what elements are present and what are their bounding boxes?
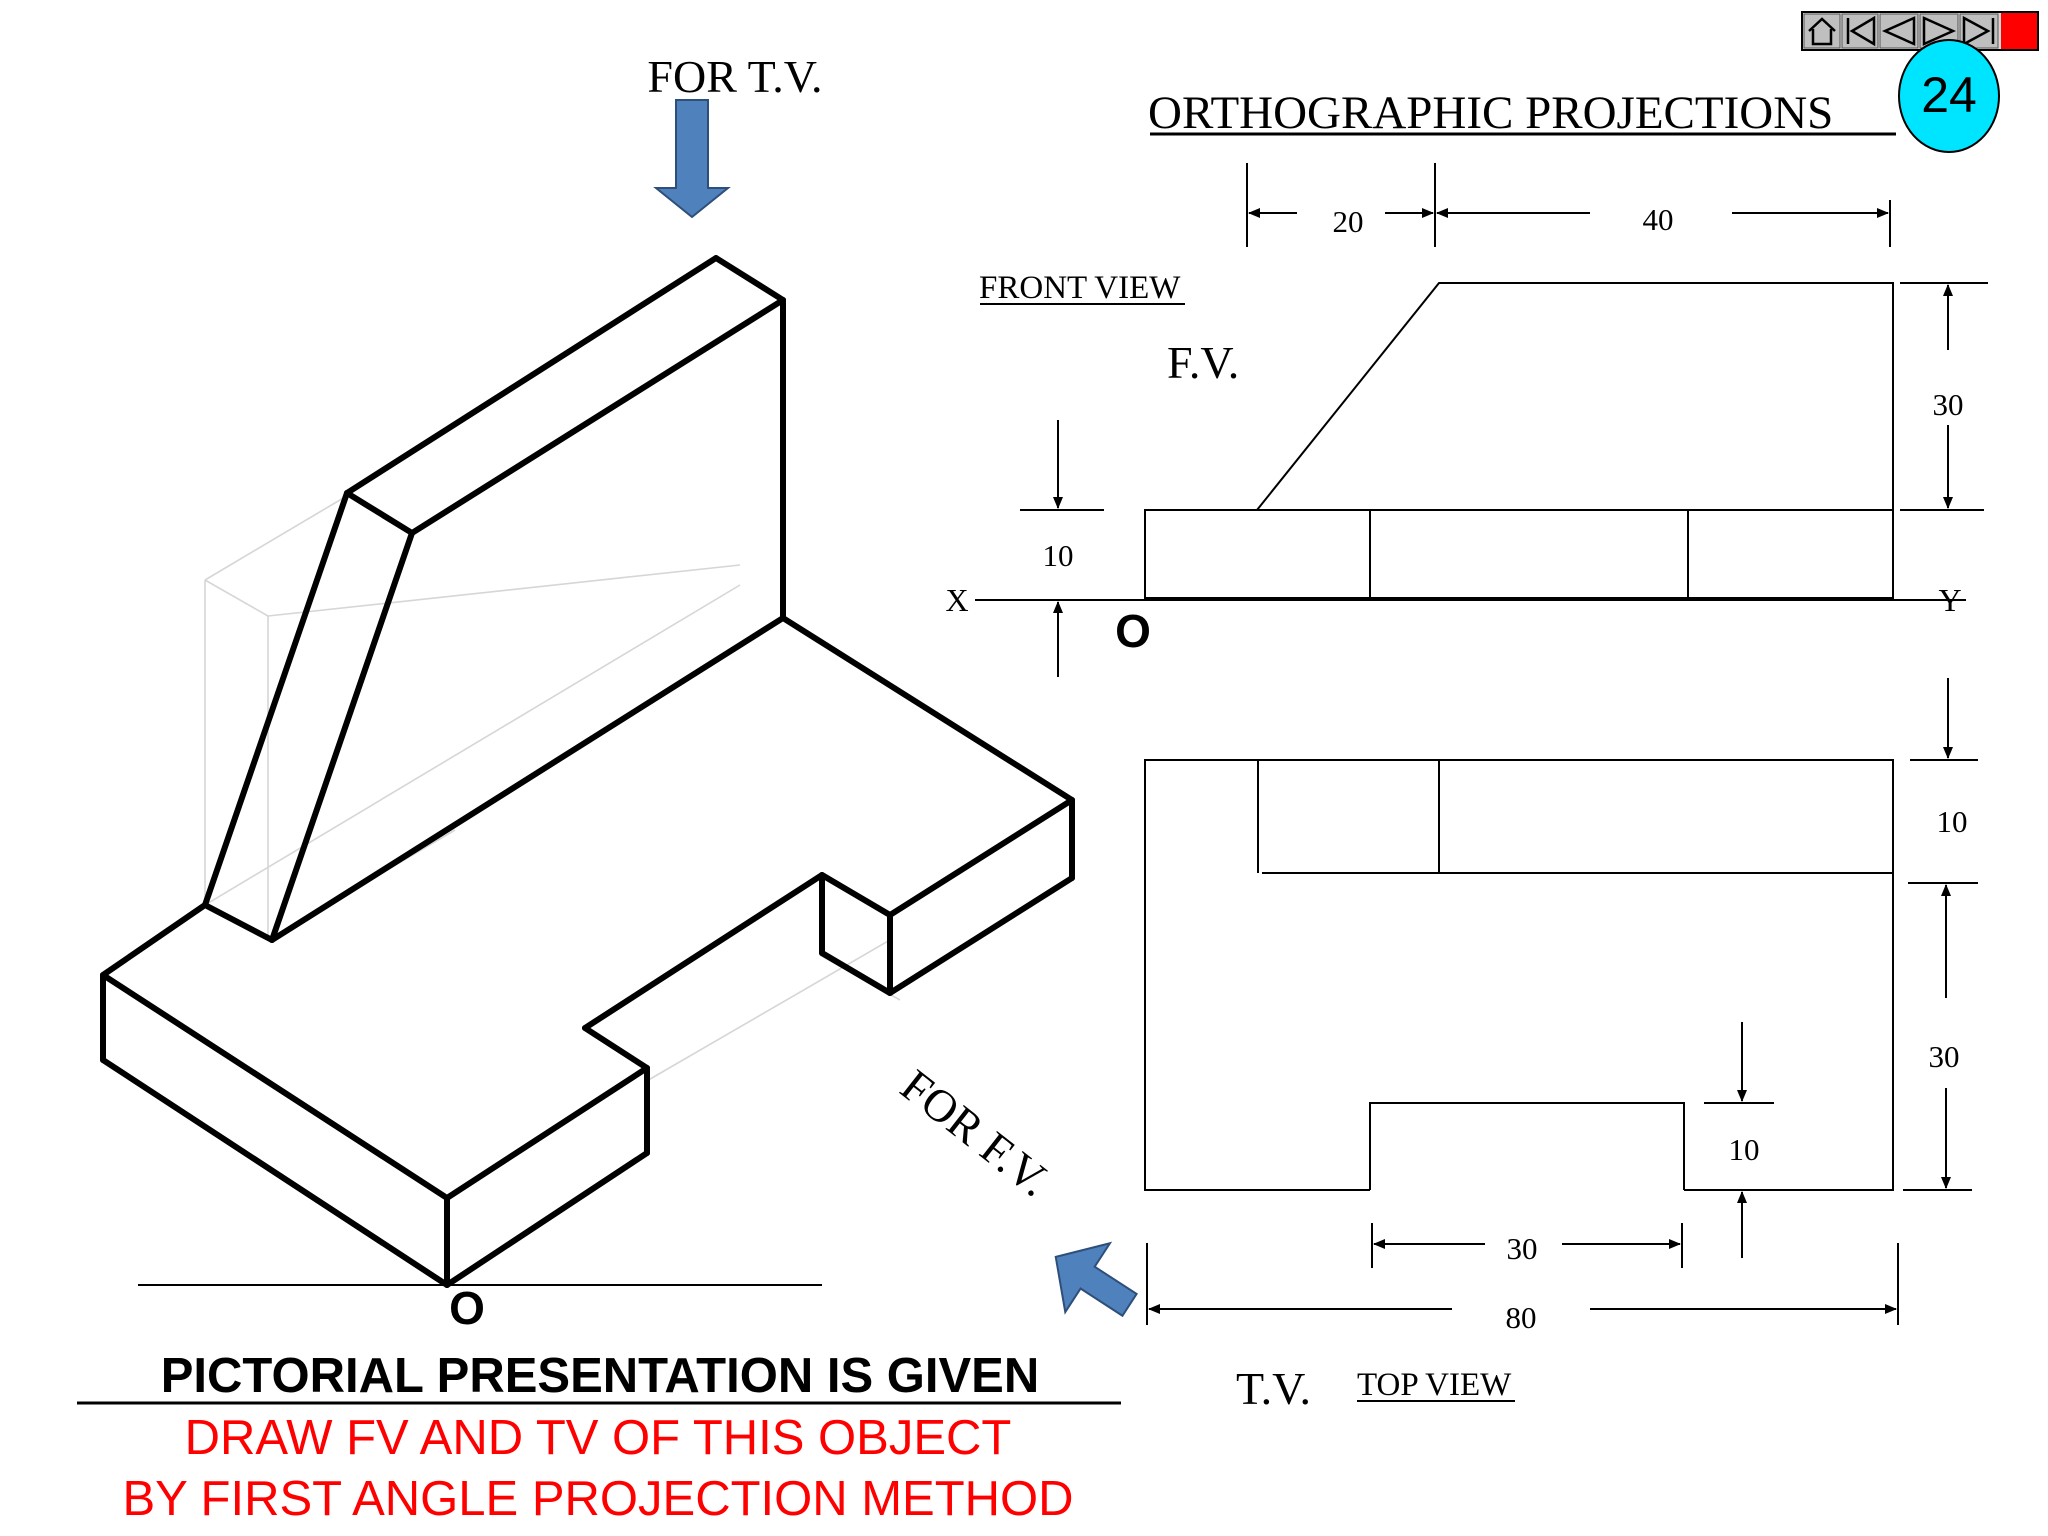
dimension-10-base: [1020, 420, 1104, 677]
top-view-outline: [1144, 759, 1894, 1191]
fv-label: F.V.: [1167, 337, 1239, 388]
dimension-20-40: [1246, 163, 1891, 247]
next-slide-icon: [1922, 16, 1957, 46]
construction-lines: [204, 496, 901, 1083]
dim-30-slot-text: 30: [1507, 1231, 1538, 1266]
vertical-wall: [202, 255, 786, 943]
slide-number-badge: 24: [1898, 39, 2000, 153]
dimension-30-slot: [1371, 1223, 1683, 1268]
dim-20-text: 20: [1333, 204, 1364, 239]
dim-30-height-text: 30: [1933, 387, 1964, 422]
navigation-bar: [1801, 11, 2039, 51]
front-view: FRONT VIEW F.V. X Y O 20 40: [945, 163, 1988, 677]
front-view-outline: [1144, 282, 1894, 599]
tv-label: T.V.: [1236, 1363, 1311, 1414]
fv-origin-label: O: [1115, 605, 1151, 657]
dim-30-right-text: 30: [1929, 1039, 1960, 1074]
dim-80-text: 80: [1506, 1300, 1537, 1335]
x-label: X: [945, 582, 968, 618]
dimension-10-top: [1908, 678, 1978, 884]
y-label: Y: [1938, 582, 1961, 618]
tv-direction-arrow: [653, 99, 731, 219]
dim-40-text: 40: [1643, 202, 1674, 237]
dim-10-top-text: 10: [1937, 804, 1968, 839]
first-slide-icon: [1846, 15, 1876, 47]
dim-10-slot-text: 10: [1729, 1132, 1760, 1167]
instruction-line-2: BY FIRST ANGLE PROJECTION METHOD: [122, 1472, 1073, 1526]
tv-arrow-label: FOR T.V.: [647, 51, 822, 102]
top-view: 10 30 10 30 80: [1144, 678, 1978, 1414]
dimension-30-right: [1903, 884, 1972, 1191]
home-button[interactable]: [1803, 13, 1841, 49]
dimension-80: [1146, 1243, 1899, 1325]
pictorial-view: O FOR T.V. FOR F.V.: [100, 51, 1139, 1334]
slide-number: 24: [1921, 67, 1977, 123]
base-block: [100, 615, 1075, 1288]
previous-slide-icon: [1881, 16, 1916, 46]
top-view-caption: TOP VIEW: [1357, 1367, 1512, 1403]
fv-arrow-label: FOR F.V.: [892, 1059, 1060, 1206]
previous-slide-button[interactable]: [1879, 13, 1919, 49]
pictorial-origin-label: O: [449, 1282, 485, 1334]
dimension-10-slot: [1693, 1022, 1860, 1258]
exit-icon[interactable]: [2001, 13, 2037, 49]
pictorial-heading: PICTORIAL PRESENTATION IS GIVEN: [161, 1349, 1039, 1403]
front-view-caption: FRONT VIEW: [979, 270, 1181, 306]
dim-10-base-text: 10: [1043, 538, 1074, 573]
instruction-line-1: DRAW FV AND TV OF THIS OBJECT: [185, 1411, 1012, 1465]
slide-title: ORTHOGRAPHIC PROJECTIONS: [1148, 87, 1833, 139]
home-icon: [1808, 17, 1836, 46]
first-slide-button[interactable]: [1841, 13, 1879, 49]
last-slide-icon: [1962, 15, 1995, 47]
dimension-30-height: [1900, 282, 1988, 511]
fv-direction-arrow: [1054, 1241, 1139, 1318]
